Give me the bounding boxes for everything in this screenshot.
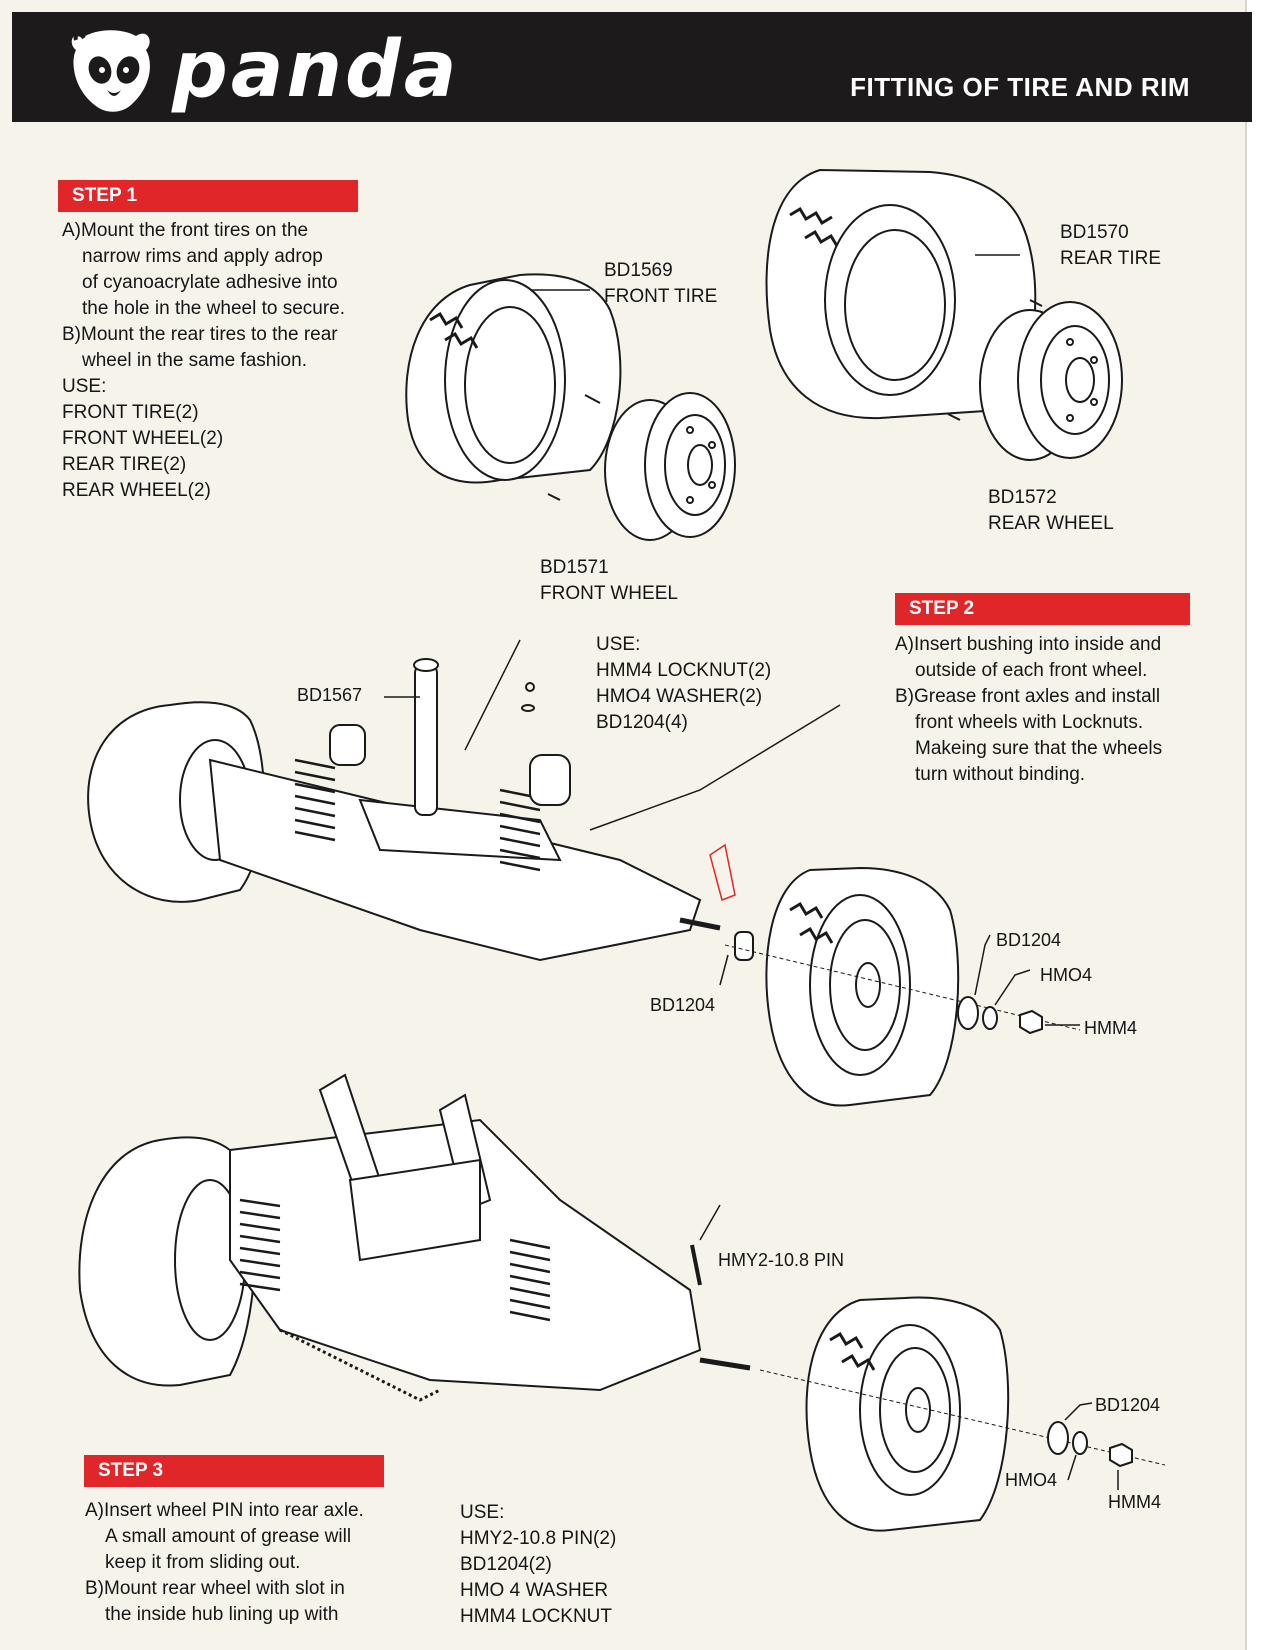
front-tire-name: FRONT TIRE — [604, 286, 718, 307]
step1-use-item: FRONT WHEEL(2) — [62, 428, 224, 449]
shock-tower-label: BD1567 — [297, 685, 363, 705]
step1-use-item: REAR TIRE(2) — [62, 454, 187, 475]
rear-washer-label: HMO4 — [1005, 1470, 1058, 1490]
step2-use-heading: USE: — [596, 634, 641, 655]
rear-bushing-label: BD1204 — [1095, 1395, 1161, 1415]
rear-locknut-label: HMM4 — [1108, 1492, 1161, 1512]
front-tire-illustration — [405, 273, 622, 484]
page-header: panda FITTING OF TIRE AND RIM — [12, 12, 1252, 122]
panda-logo-icon — [71, 30, 150, 112]
scan-edge — [1247, 0, 1275, 1650]
outer-bushing-label: BD1204 — [996, 930, 1062, 950]
step1-use-heading: USE: — [62, 376, 107, 397]
rear-suspension-illustration — [78, 1073, 751, 1402]
step1-line: B)Mount the rear tires to the rear — [62, 324, 338, 345]
step2-line: A)Insert bushing into inside and — [895, 634, 1162, 655]
step1-instructions: A)Mount the front tires on the narrow ri… — [62, 218, 382, 504]
step3-use-item: HMO 4 WASHER — [460, 1580, 609, 1601]
brand-logo-text: panda — [172, 25, 460, 115]
rear-wheel-name: REAR WHEEL — [988, 513, 1114, 534]
front-wheel-code: BD1571 — [540, 557, 609, 578]
step3-line: A small amount of grease will — [105, 1526, 352, 1547]
step3-line: B)Mount rear wheel with slot in — [85, 1578, 345, 1599]
step3-line: keep it from sliding out. — [105, 1552, 301, 1573]
step2-line: turn without binding. — [915, 764, 1086, 785]
step1-use-item: REAR WHEEL(2) — [62, 480, 211, 501]
rear-tire-code: BD1570 — [1060, 222, 1129, 243]
inner-bushing-label: BD1204 — [650, 995, 716, 1015]
front-tire-code: BD1569 — [604, 260, 673, 281]
step1-line: of cyanoacrylate adhesive into — [82, 272, 338, 293]
step3-use-heading: USE: — [460, 1502, 505, 1523]
rear-wheel-assembly-illustration — [759, 1296, 1166, 1532]
step3-use-list: USE: HMY2-10.8 PIN(2) BD1204(2) HMO 4 WA… — [460, 1500, 680, 1630]
step1-line: narrow rims and apply adrop — [82, 246, 323, 267]
step1-line: wheel in the same fashion. — [82, 350, 307, 371]
step1-line: A)Mount the front tires on the — [62, 220, 309, 241]
step2-line: front wheels with Locknuts. — [915, 712, 1144, 733]
wheel-pin-label: HMY2-10.8 PIN — [718, 1250, 845, 1270]
step2-use-item: HMM4 LOCKNUT(2) — [596, 660, 772, 681]
step2-instructions: A)Insert bushing into inside and outside… — [895, 632, 1215, 788]
step3-use-item: HMM4 LOCKNUT — [460, 1606, 613, 1627]
step3-instructions: A)Insert wheel PIN into rear axle. A sma… — [85, 1498, 405, 1628]
step2-line: outside of each front wheel. — [915, 660, 1148, 681]
front-washer-label: HMO4 — [1040, 965, 1093, 985]
step2-heading: STEP 2 — [895, 593, 1190, 625]
front-wheel-assembly-illustration — [719, 866, 1081, 1107]
front-wheel-illustration — [547, 392, 736, 541]
rear-tire-name: REAR TIRE — [1060, 248, 1162, 269]
assembly-illustrations — [78, 168, 1166, 1532]
front-locknut-label: HMM4 — [1084, 1018, 1137, 1038]
rear-wheel-illustration — [947, 299, 1123, 461]
step3-use-item: BD1204(2) — [460, 1554, 552, 1575]
step2-use-item: BD1204(4) — [596, 712, 688, 733]
page-title: FITTING OF TIRE AND RIM — [850, 72, 1190, 102]
front-suspension-illustration — [87, 639, 841, 962]
step2-line: B)Grease front axles and install — [895, 686, 1161, 707]
front-wheel-name: FRONT WHEEL — [540, 583, 678, 604]
rear-wheel-code: BD1572 — [988, 487, 1057, 508]
step3-line: the inside hub lining up with — [105, 1604, 339, 1625]
step1-use-item: FRONT TIRE(2) — [62, 402, 199, 423]
step3-line: A)Insert wheel PIN into rear axle. — [85, 1500, 364, 1521]
step3-use-item: HMY2-10.8 PIN(2) — [460, 1528, 617, 1549]
step1-line: the hole in the wheel to secure. — [82, 298, 346, 319]
step1-heading: STEP 1 — [58, 180, 358, 212]
step2-line: Makeing sure that the wheels — [915, 738, 1163, 759]
scan-edge-line — [1245, 0, 1247, 1650]
step2-use-list: USE: HMM4 LOCKNUT(2) HMO4 WASHER(2) BD12… — [596, 632, 826, 736]
rear-tire-illustration — [765, 168, 1037, 420]
step2-use-item: HMO4 WASHER(2) — [596, 686, 763, 707]
step3-heading: STEP 3 — [84, 1455, 384, 1487]
